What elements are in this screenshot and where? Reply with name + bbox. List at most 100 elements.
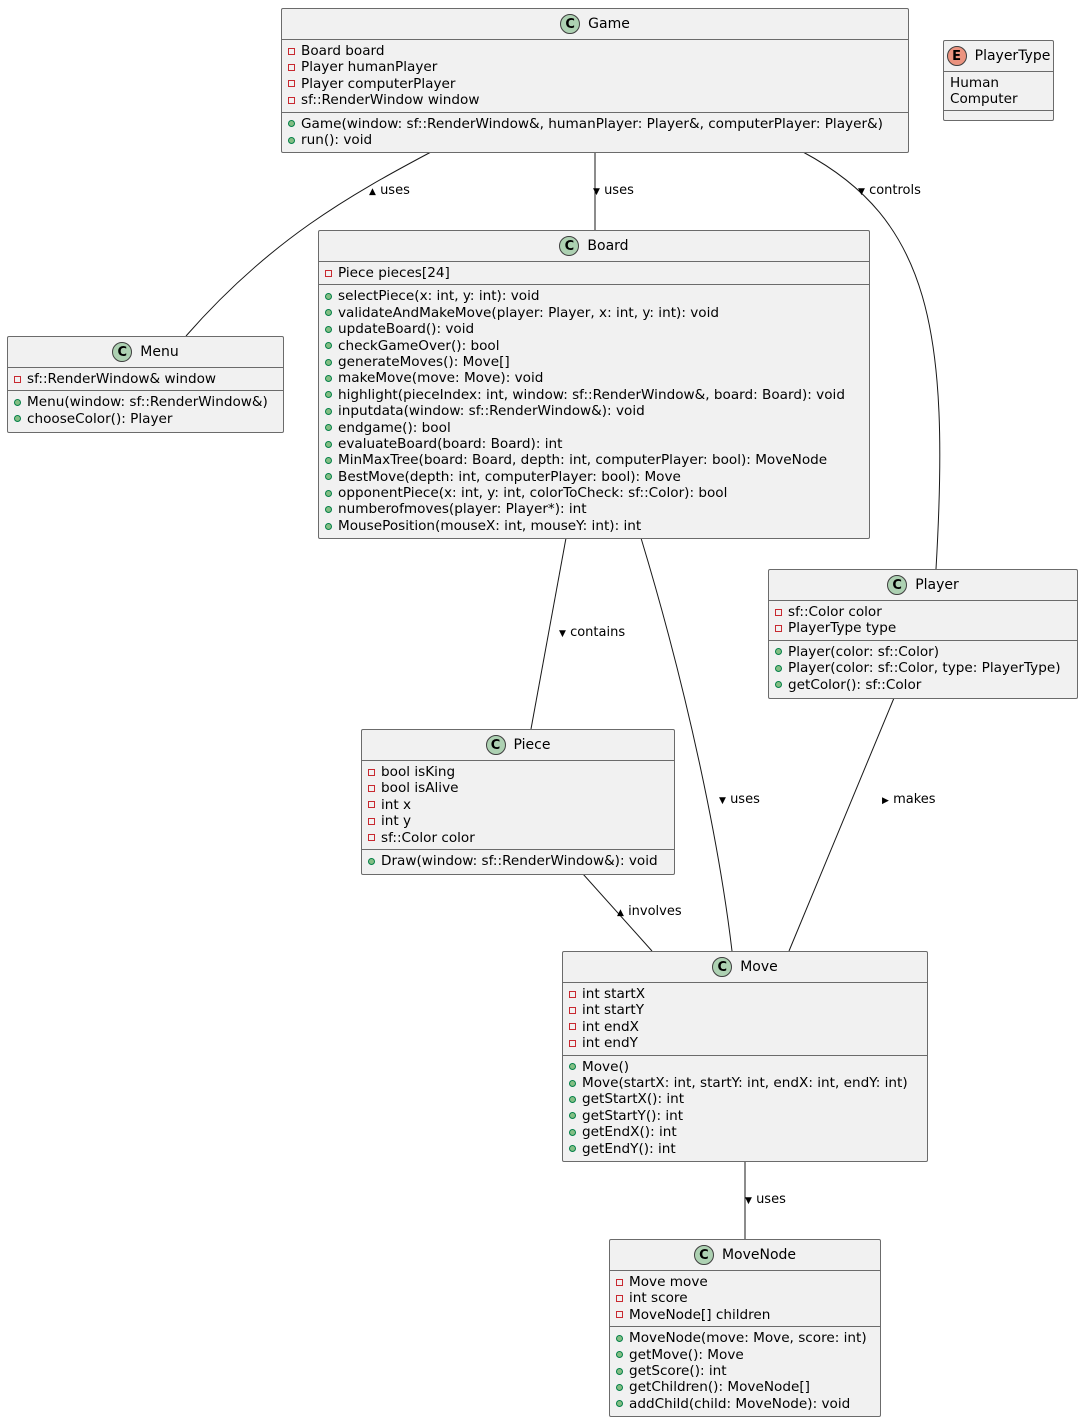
- methods-section: Menu(window: sf::RenderWindow&) chooseCo…: [8, 391, 283, 430]
- method: selectPiece(x: int, y: int): void: [319, 288, 869, 304]
- private-icon: [288, 47, 295, 55]
- method: Move(): [563, 1059, 927, 1075]
- method: numberofmoves(player: Player*): int: [319, 501, 869, 517]
- private-icon: [569, 1039, 576, 1047]
- class-badge-icon: C: [693, 1245, 714, 1265]
- method: evaluateBoard(board: Board): int: [319, 436, 869, 452]
- attribute: Player humanPlayer: [282, 59, 908, 75]
- class-name: MoveNode: [721, 1247, 797, 1263]
- class-piece[interactable]: C Piece bool isKing bool isAlive int x i…: [361, 729, 675, 875]
- class-board[interactable]: C Board Piece pieces[24] selectPiece(x: …: [318, 230, 870, 539]
- method: MousePosition(mouseX: int, mouseY: int):…: [319, 518, 869, 534]
- private-icon: [616, 1278, 623, 1286]
- edge-board-move: [640, 537, 733, 952]
- method: Draw(window: sf::RenderWindow&): void: [362, 853, 674, 869]
- class-header: C Game: [282, 9, 908, 40]
- public-icon: [325, 293, 332, 301]
- class-move[interactable]: C Move int startX int startY int endX in…: [562, 951, 928, 1162]
- enum-values: Human Computer: [944, 72, 1053, 111]
- arrow-right-icon: ▶: [882, 796, 889, 806]
- attribute: int y: [362, 813, 674, 829]
- edge-board-piece: [530, 537, 567, 730]
- method: run(): void: [282, 132, 908, 148]
- method: highlight(pieceIndex: int, window: sf::R…: [319, 387, 869, 403]
- class-header: C Menu: [8, 337, 283, 368]
- public-icon: [569, 1079, 576, 1087]
- attribute: MoveNode[] children: [610, 1307, 880, 1323]
- arrow-down-icon: ▼: [719, 796, 726, 806]
- method: chooseColor(): Player: [8, 411, 283, 427]
- attribute: sf::RenderWindow window: [282, 92, 908, 108]
- private-icon: [325, 269, 332, 277]
- methods-section: Move() Move(startX: int, startY: int, en…: [563, 1056, 927, 1160]
- class-header: C Piece: [362, 730, 674, 761]
- public-icon: [325, 407, 332, 415]
- class-header: C Board: [319, 231, 869, 262]
- method: inputdata(window: sf::RenderWindow&): vo…: [319, 403, 869, 419]
- method: getEndY(): int: [563, 1141, 927, 1157]
- relation-label: ▲ uses: [369, 183, 410, 198]
- methods-section: MoveNode(move: Move, score: int) getMove…: [610, 1327, 880, 1415]
- class-menu[interactable]: C Menu sf::RenderWindow& window Menu(win…: [7, 336, 284, 433]
- method: endgame(): bool: [319, 420, 869, 436]
- private-icon: [775, 625, 782, 633]
- attribute: Move move: [610, 1274, 880, 1290]
- methods-section: selectPiece(x: int, y: int): void valida…: [319, 285, 869, 537]
- relation-label: ▼ contains: [559, 625, 626, 640]
- class-badge-icon: C: [485, 735, 506, 755]
- class-game[interactable]: C Game Board board Player humanPlayer Pl…: [281, 8, 909, 153]
- public-icon: [325, 309, 332, 317]
- enum-playertype[interactable]: E PlayerType Human Computer: [943, 40, 1054, 121]
- private-icon: [368, 817, 375, 825]
- public-icon: [616, 1400, 623, 1408]
- edge-game-player: [802, 151, 941, 570]
- attributes-section: Move move int score MoveNode[] children: [610, 1271, 880, 1328]
- class-header: C Player: [769, 570, 1077, 601]
- private-icon: [368, 768, 375, 776]
- arrow-down-icon: ▼: [745, 1196, 752, 1206]
- public-icon: [616, 1367, 623, 1375]
- public-icon: [288, 120, 295, 128]
- public-icon: [569, 1096, 576, 1104]
- public-icon: [775, 648, 782, 656]
- method: getMove(): Move: [610, 1347, 880, 1363]
- class-header: C Move: [563, 952, 927, 983]
- private-icon: [288, 80, 295, 88]
- enum-badge-icon: E: [946, 46, 967, 66]
- edge-game-menu: [185, 151, 432, 337]
- class-movenode[interactable]: C MoveNode Move move int score MoveNode[…: [609, 1239, 881, 1417]
- attribute: sf::RenderWindow& window: [8, 371, 283, 387]
- class-badge-icon: C: [712, 957, 733, 977]
- public-icon: [616, 1351, 623, 1359]
- private-icon: [569, 990, 576, 998]
- private-icon: [616, 1311, 623, 1319]
- class-header: C MoveNode: [610, 1240, 880, 1271]
- public-icon: [325, 391, 332, 399]
- public-icon: [569, 1145, 576, 1153]
- public-icon: [569, 1128, 576, 1136]
- class-badge-icon: C: [559, 236, 580, 256]
- method: getScore(): int: [610, 1363, 880, 1379]
- method: generateMoves(): Move[]: [319, 354, 869, 370]
- class-badge-icon: C: [112, 342, 133, 362]
- attributes-section: Board board Player humanPlayer Player co…: [282, 40, 908, 113]
- public-icon: [325, 506, 332, 514]
- class-badge-icon: C: [887, 575, 908, 595]
- class-name: Player: [915, 577, 959, 593]
- attribute: int startX: [563, 986, 927, 1002]
- method: addChild(child: MoveNode): void: [610, 1396, 880, 1412]
- method: Menu(window: sf::RenderWindow&): [8, 394, 283, 410]
- attribute: int endX: [563, 1019, 927, 1035]
- attributes-section: sf::Color color PlayerType type: [769, 601, 1077, 641]
- public-icon: [325, 456, 332, 464]
- private-icon: [569, 1007, 576, 1015]
- class-player[interactable]: C Player sf::Color color PlayerType type…: [768, 569, 1078, 699]
- methods-section: Draw(window: sf::RenderWindow&): void: [362, 850, 674, 872]
- private-icon: [368, 785, 375, 793]
- private-icon: [775, 608, 782, 616]
- method: getEndX(): int: [563, 1124, 927, 1140]
- class-badge-icon: C: [560, 14, 581, 34]
- class-name: Move: [740, 959, 778, 975]
- arrow-up-icon: ▲: [617, 908, 624, 918]
